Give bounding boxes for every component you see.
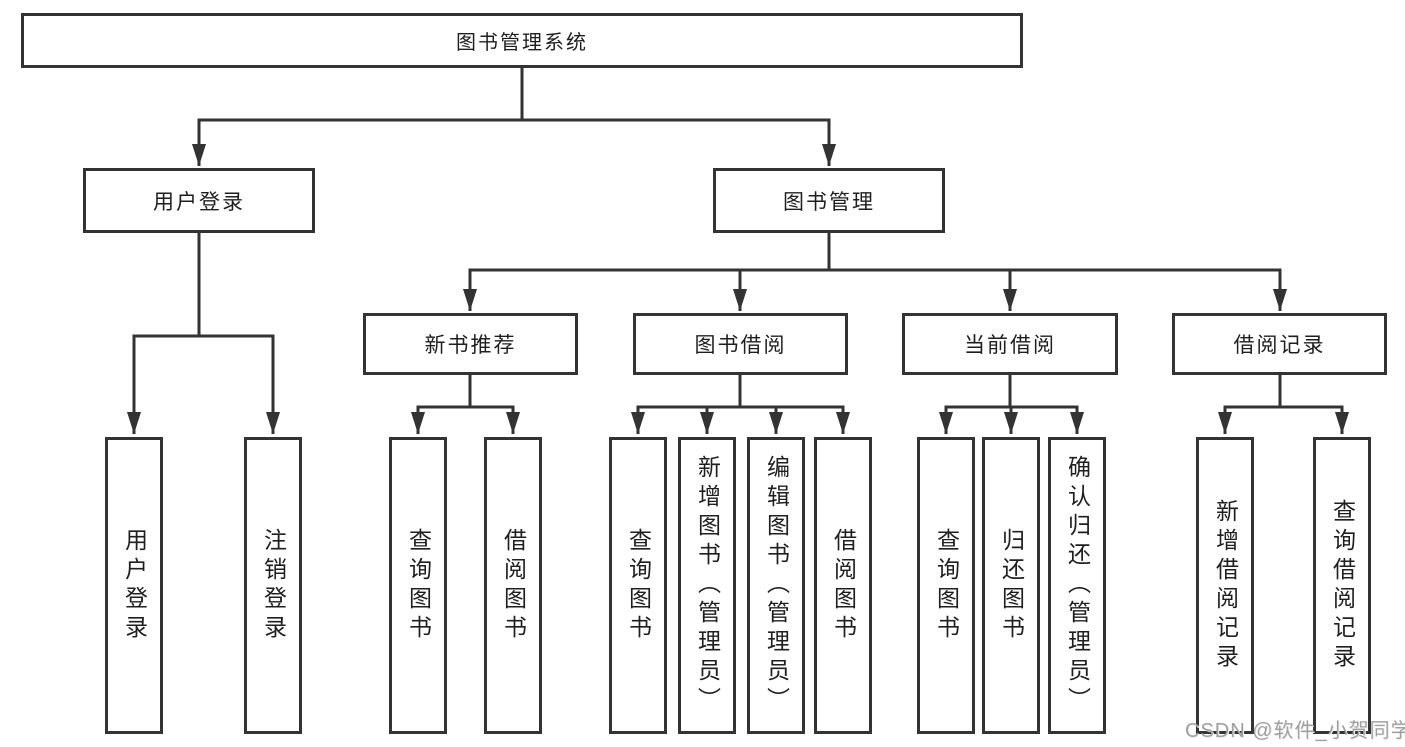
node-root-system: 图书管理系统 bbox=[21, 13, 1023, 68]
leaf-borrowing-add-books-admin: 新增图书（管理员） bbox=[678, 437, 736, 734]
node-current-borrowing: 当前借阅 bbox=[902, 313, 1118, 375]
csdn-watermark: CSDN @软件_小贺同学 bbox=[1185, 720, 1405, 742]
leaf-logout: 注销登录 bbox=[244, 437, 302, 734]
leaf-current-confirm-return-admin: 确认归还（管理员） bbox=[1048, 437, 1106, 734]
leaf-current-query-books: 查询图书 bbox=[917, 437, 975, 734]
leaf-records-add-record: 新增借阅记录 bbox=[1196, 437, 1254, 734]
node-book-management: 图书管理 bbox=[713, 168, 945, 233]
leaf-borrowing-edit-books-admin: 编辑图书（管理员） bbox=[747, 437, 805, 734]
leaf-borrowing-borrow-books: 借阅图书 bbox=[814, 437, 872, 734]
leaf-records-query-record: 查询借阅记录 bbox=[1313, 437, 1371, 734]
node-borrowing-records: 借阅记录 bbox=[1172, 313, 1387, 375]
node-book-borrowing: 图书借阅 bbox=[633, 313, 848, 375]
leaf-recommend-query-books: 查询图书 bbox=[389, 437, 447, 734]
leaf-borrowing-query-books: 查询图书 bbox=[609, 437, 667, 734]
node-new-book-recommend: 新书推荐 bbox=[363, 313, 578, 375]
leaf-user-login: 用户登录 bbox=[105, 437, 163, 734]
leaf-recommend-borrow-books: 借阅图书 bbox=[484, 437, 542, 734]
node-user-login-branch: 用户登录 bbox=[83, 168, 315, 233]
leaf-current-return-books: 归还图书 bbox=[982, 437, 1040, 734]
